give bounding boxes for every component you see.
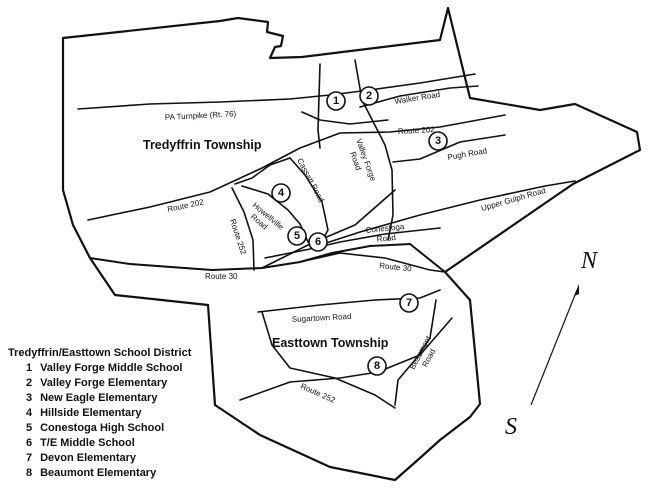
school-marker-8[interactable]: 8 <box>367 356 387 376</box>
pa-turnpike-label: PA Turnpike (Rt. 76) <box>165 109 237 122</box>
legend-item: 3 New Eagle Elementary <box>26 392 158 404</box>
route-30-line <box>129 252 446 273</box>
connector-line <box>234 157 291 185</box>
legend-title: Tredyffrin/Easttown School District <box>8 347 192 359</box>
svg-text:7: 7 <box>406 297 412 309</box>
route-252-north-line <box>231 187 255 271</box>
legend-item: 6 T/E Middle School <box>26 437 135 449</box>
easttown-township-label: Easttown Township <box>272 336 389 350</box>
conestoga-road-line <box>264 227 441 259</box>
compass-arrow-line <box>530 289 578 406</box>
sugartown-road-line <box>257 289 441 313</box>
compass-arrow-head <box>574 284 579 296</box>
district-boundary <box>61 6 642 482</box>
svg-text:4: 4 <box>278 187 285 199</box>
route-202-east-label: Route 202 <box>398 125 436 136</box>
compass-north-label: N <box>580 248 599 274</box>
south-loop-road-line <box>261 311 396 409</box>
pa-turnpike-line <box>77 73 476 110</box>
school-marker-5[interactable]: 5 <box>287 226 307 246</box>
svg-text:2: 2 <box>366 90 372 102</box>
route-30-west-label: Route 30 <box>205 272 238 281</box>
legend-item: 7 Devon Elementary <box>26 452 137 464</box>
school-marker-2[interactable]: 2 <box>359 86 379 106</box>
cassatt-road-line <box>289 157 329 246</box>
legend-item: 4 Hillside Elementary <box>26 407 142 419</box>
svg-text:8: 8 <box>374 360 380 372</box>
beaumont-road-line <box>394 299 437 406</box>
upper-gulph-road-line <box>319 180 576 246</box>
school-marker-3[interactable]: 3 <box>428 131 448 151</box>
school-marker-6[interactable]: 6 <box>308 232 328 252</box>
school-marker-1[interactable]: 1 <box>326 91 346 111</box>
diagonal-road-line <box>261 189 396 269</box>
legend-item: 5 Conestoga High School <box>26 422 165 434</box>
compass-south-label: S <box>505 414 517 440</box>
svg-text:1: 1 <box>333 95 339 107</box>
svg-text:3: 3 <box>435 135 441 147</box>
tredyffrin-township-label: Tredyffrin Township <box>143 138 262 152</box>
legend-item: 1 Valley Forge Middle School <box>26 362 183 374</box>
school-marker-4[interactable]: 4 <box>271 183 291 203</box>
school-legend: Tredyffrin/Easttown School District 1 Va… <box>8 346 191 481</box>
sugartown-road-label: Sugartown Road <box>292 312 352 324</box>
conestoga-road-label: Conestoga Road <box>365 222 408 245</box>
walker-road-line <box>359 85 479 108</box>
legend-item: 8 Beaumont Elementary <box>26 467 157 479</box>
svg-text:6: 6 <box>315 236 321 248</box>
legend-item: 2 Valley Forge Elementary <box>26 377 168 389</box>
svg-text:5: 5 <box>294 230 300 242</box>
turnpike-connector-line <box>301 111 389 125</box>
legend-list: 1 Valley Forge Middle School 2 Valley Fo… <box>8 361 191 481</box>
school-marker-7[interactable]: 7 <box>399 293 419 313</box>
ns-road-line <box>317 63 321 149</box>
route-252-south-line <box>239 317 453 401</box>
route-202-line <box>87 114 506 221</box>
route-30-east-label: Route 30 <box>379 261 413 273</box>
